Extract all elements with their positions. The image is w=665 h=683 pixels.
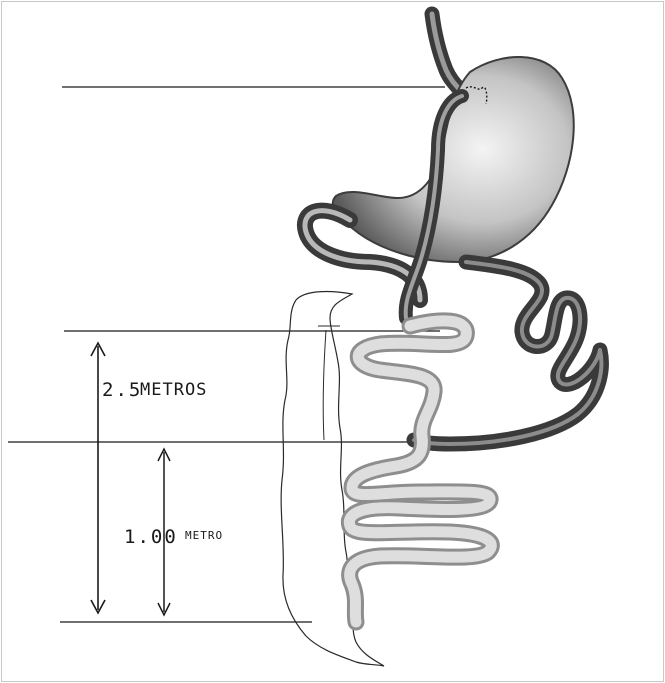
- lower-measure-unit: METRO: [185, 529, 223, 542]
- colon-inner-line: [318, 326, 340, 440]
- common-channel: [349, 321, 491, 622]
- lower-measure-number: 1.00: [124, 526, 178, 548]
- upper-measure-number: 2.5: [102, 379, 142, 401]
- upper-measure-unit: METROS: [140, 380, 207, 400]
